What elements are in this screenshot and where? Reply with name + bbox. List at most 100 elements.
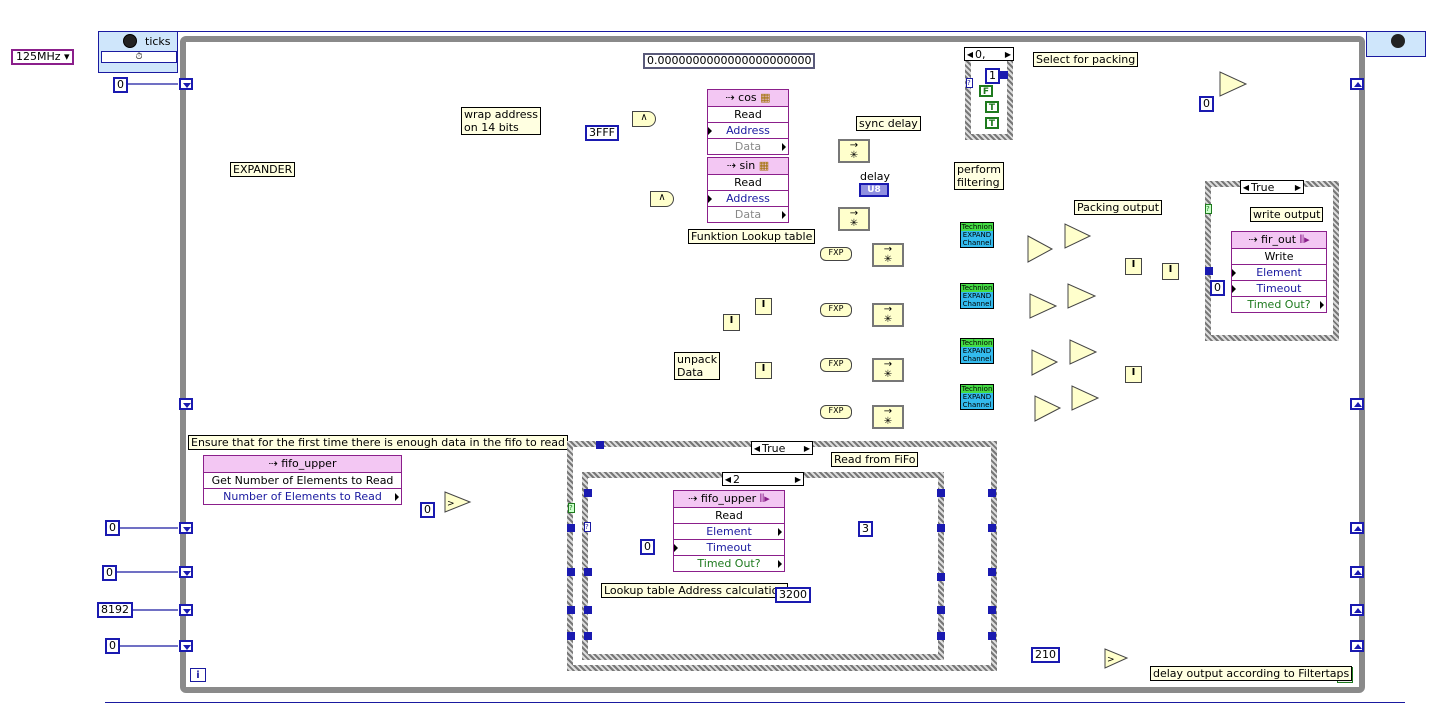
prev-case-arrow[interactable]: ◀ — [724, 474, 732, 484]
case-tunnel — [937, 632, 945, 640]
comment-line: wrap address — [464, 108, 538, 121]
clock-source-constant[interactable]: 125MHz ▾ — [11, 49, 74, 65]
elements-output[interactable]: Number of Elements to Read — [204, 489, 401, 504]
ticks-label: ticks — [145, 35, 171, 48]
shift-register-left-5[interactable] — [179, 604, 193, 616]
case-value: True — [762, 441, 786, 455]
comment-read-fifo: Read from FiFo — [831, 452, 919, 467]
shift-register-right-4[interactable] — [1350, 566, 1364, 578]
timeout-input[interactable]: Timeout — [674, 540, 784, 556]
case-value: 0, — [975, 47, 986, 61]
row-label: Element — [1256, 266, 1302, 279]
memory-node-sin[interactable]: ⇢ sin ▦ Read Address Data — [707, 157, 789, 223]
element-input[interactable]: Element — [1232, 265, 1326, 281]
case-selector-write[interactable]: ◀True▶ — [1240, 180, 1304, 194]
fifo-icon: ⫴▸ — [1299, 233, 1310, 246]
timed-out-output[interactable]: Timed Out? — [1232, 297, 1326, 312]
address-input[interactable]: Address — [708, 191, 788, 207]
comment-wrap-address: wrap address on 14 bits — [461, 107, 541, 135]
mask-constant[interactable]: 3FFF — [585, 125, 619, 141]
init-constant-sr3[interactable]: 8192 — [97, 602, 133, 618]
shift-register-right-5[interactable] — [1350, 604, 1364, 616]
shift-register-left-2[interactable] — [179, 398, 193, 410]
timed-loop-input-node[interactable]: ticks ⏱ — [98, 31, 178, 73]
next-case-arrow[interactable]: ▶ — [1004, 49, 1012, 59]
data-output[interactable]: Data — [708, 139, 788, 154]
float-zero-constant[interactable]: 0.0000000000000000000000 — [643, 53, 816, 69]
boolean-constant-f[interactable]: F — [979, 85, 993, 97]
init-constant-sr2[interactable]: 0 — [102, 565, 117, 581]
feedback-node-1[interactable]: →✳ — [872, 243, 904, 267]
case-selector-packing[interactable]: ◀0, ▶ — [964, 47, 1014, 61]
fifo-count-node[interactable]: ⇢ fifo_upper Get Number of Elements to R… — [203, 455, 402, 505]
boolean-constant-t1[interactable]: T — [985, 101, 999, 113]
feedback-node-2[interactable]: →✳ — [872, 303, 904, 327]
timed-loop-output-node[interactable] — [1366, 31, 1426, 57]
comment-perform-filtering: perform filtering — [954, 162, 1004, 190]
init-constant-top[interactable]: 0 — [113, 77, 128, 93]
case-tunnel — [1000, 71, 1008, 79]
timed-loop-border — [180, 36, 1365, 693]
shift-register-left-1[interactable] — [179, 78, 193, 90]
init-constant-sr4[interactable]: 0 — [105, 638, 120, 654]
case-tunnel — [584, 489, 592, 497]
comment-select-packing: Select for packing — [1033, 52, 1139, 67]
next-case-arrow[interactable]: ▶ — [1294, 182, 1302, 192]
select-default-constant[interactable]: 0 — [1199, 96, 1214, 112]
prev-case-arrow[interactable]: ◀ — [753, 443, 761, 453]
row-label: Number of Elements to Read — [223, 490, 382, 503]
shift-register-right-6[interactable] — [1350, 640, 1364, 652]
fifo-timeout-constant[interactable]: 0 — [640, 539, 655, 555]
shift-register-right-3[interactable] — [1350, 522, 1364, 534]
fifo-write-node[interactable]: ⇢ fir_out ⫴▸ Write Element Timeout Timed… — [1231, 231, 1327, 313]
shift-register-right-2[interactable] — [1350, 398, 1364, 410]
next-case-arrow[interactable]: ▶ — [803, 443, 811, 453]
comment-ensure-fifo: Ensure that for the first time there is … — [188, 435, 568, 450]
feedback-node-cos[interactable]: →✳ — [838, 139, 870, 163]
fxp-convert-1: FXP — [820, 247, 852, 261]
feedback-node-3[interactable]: →✳ — [872, 358, 904, 382]
timed-out-output[interactable]: Timed Out? — [674, 556, 784, 571]
case-selector-inner[interactable]: ◀2▶ — [722, 472, 804, 486]
comment-sync-delay: sync delay — [856, 116, 921, 131]
delay-control[interactable]: U8 — [859, 183, 889, 197]
prev-case-arrow[interactable]: ◀ — [966, 49, 974, 59]
comment-delay-output: delay output according to Filtertaps — [1150, 666, 1353, 681]
row-label: Address — [726, 192, 770, 205]
feedback-node-4[interactable]: →✳ — [872, 405, 904, 429]
address-input[interactable]: Address — [708, 123, 788, 139]
feedback-node-sin[interactable]: →✳ — [838, 207, 870, 231]
delay-type: U8 — [867, 185, 881, 195]
case-selector-read[interactable]: ◀True ▶ — [751, 441, 813, 455]
fifo-read-node[interactable]: ⇢ fifo_upper ⫴▸ Read Element Timeout Tim… — [673, 490, 785, 572]
three-constant[interactable]: 3 — [858, 521, 873, 537]
shift-register-right-1[interactable] — [1350, 78, 1364, 90]
shift-register-left-4[interactable] — [179, 566, 193, 578]
prev-case-arrow[interactable]: ◀ — [1242, 182, 1250, 192]
next-case-arrow[interactable]: ▶ — [794, 474, 802, 484]
init-constant-sr1[interactable]: 0 — [105, 520, 120, 536]
case-tunnel — [596, 441, 604, 449]
row-label: Element — [706, 525, 752, 538]
memory-node-cos[interactable]: ⇢ cos ▦ Read Address Data — [707, 89, 789, 155]
timeout-input[interactable]: Timeout — [1232, 281, 1326, 297]
fifo-name: fifo_upper — [700, 492, 757, 505]
boolean-constant-t2[interactable]: T — [985, 117, 999, 129]
select-index-constant[interactable]: 1 — [985, 68, 1000, 84]
timing-source-terminal[interactable]: ⏱ — [101, 51, 177, 63]
memory-name: cos — [738, 91, 757, 104]
shift-register-left-6[interactable] — [179, 640, 193, 652]
step-constant[interactable]: 3200 — [775, 587, 811, 603]
filtertaps-constant[interactable]: 210 — [1031, 647, 1060, 663]
data-output[interactable]: Data — [708, 207, 788, 222]
fifo-compare-constant[interactable]: 0 — [420, 502, 435, 518]
write-timeout-constant[interactable]: 0 — [1210, 280, 1225, 296]
element-output[interactable]: Element — [674, 524, 784, 540]
case-tunnel — [567, 632, 575, 640]
comment-line: filtering — [957, 176, 1000, 189]
shift-register-left-3[interactable] — [179, 522, 193, 534]
